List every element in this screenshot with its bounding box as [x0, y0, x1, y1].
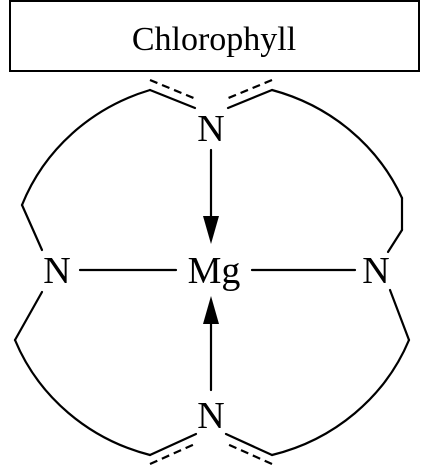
bottom-arrow-head	[203, 296, 219, 324]
right-pyrrole-bonds	[386, 196, 411, 342]
top-pyrrole-bonds	[148, 78, 274, 110]
top-right-bond-dashed	[225, 78, 273, 101]
bottom-right-bond-solid	[224, 432, 274, 457]
ring-arc-top-left	[20, 88, 152, 207]
n-bottom-label: N	[197, 395, 224, 437]
right-lower-bond	[388, 288, 411, 342]
left-pyrrole-bonds	[13, 203, 44, 342]
atom-labels: N Mg N N N	[43, 108, 389, 437]
bottom-pyrrole-bonds	[148, 432, 274, 466]
left-upper-bond	[20, 203, 44, 252]
right-upper-bond-2	[386, 228, 404, 254]
n-top-label: N	[197, 108, 224, 150]
ring-arc-bottom-right	[270, 338, 411, 457]
title-frame	[9, 0, 420, 72]
bottom-right-bond-dashed	[224, 441, 273, 466]
coordinate-bonds	[203, 148, 219, 392]
top-left-bond-dashed	[149, 78, 197, 101]
porphyrin-ring	[13, 88, 411, 457]
top-right-bond-solid	[226, 88, 274, 110]
n-left-label: N	[43, 250, 70, 292]
title-label: Chlorophyll	[132, 21, 296, 58]
bottom-left-bond-solid	[148, 432, 198, 457]
top-arrow-head	[203, 216, 219, 244]
ring-arc-top-right	[270, 88, 404, 200]
left-lower-bond	[13, 290, 44, 342]
n-right-label: N	[362, 250, 389, 292]
mg-center-label: Mg	[188, 250, 241, 292]
bottom-left-bond-dashed	[149, 441, 198, 466]
ring-arc-bottom-left	[13, 338, 152, 457]
title-box: Chlorophyll	[9, 0, 420, 72]
top-left-bond-solid	[148, 88, 197, 110]
